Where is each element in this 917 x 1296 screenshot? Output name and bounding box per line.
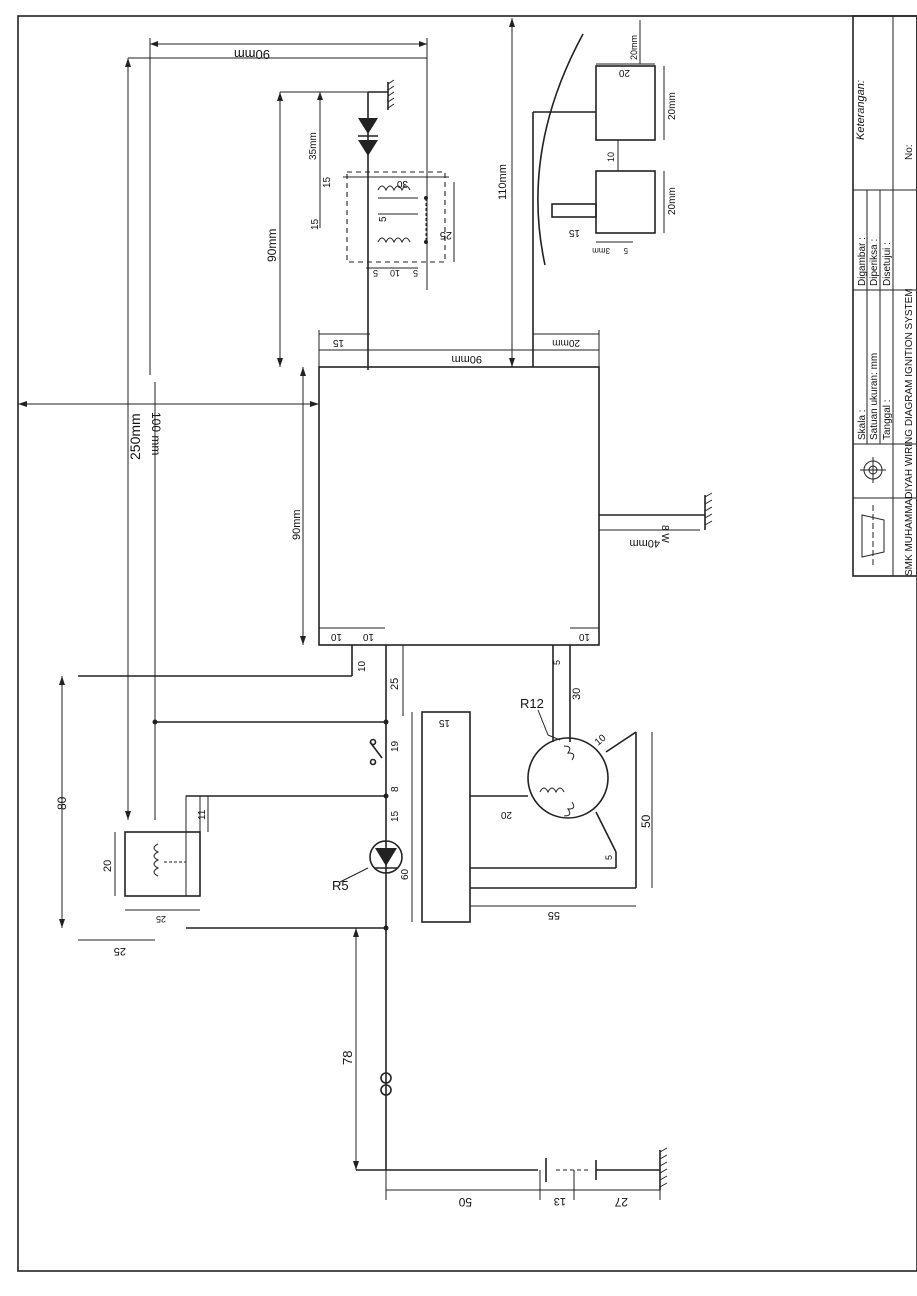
- dim-bt-27: 27: [614, 1195, 628, 1209]
- label-r5: R5: [332, 878, 349, 893]
- lower-wiring: 10 25 19 8 15 R5 15 60 11 20: [55, 382, 668, 1209]
- dim-lo-78: 78: [340, 1051, 355, 1065]
- keterangan-label: Keterangan:: [855, 80, 867, 140]
- dim-40mm: 40mm: [629, 537, 660, 549]
- dim-sq-5: 5: [623, 246, 628, 255]
- dim-lo-20: 20: [102, 860, 114, 872]
- dim-coil-90mm: 90mm: [265, 229, 279, 262]
- dim-coil-5: 5: [378, 216, 389, 222]
- dim-sq-20a: 20: [618, 67, 630, 78]
- dim-coil-15b: 15: [310, 218, 321, 230]
- dim-sq-20mm-top: 20mm: [629, 35, 639, 60]
- dim-lo-10: 10: [357, 660, 368, 672]
- dim-coil-5a: 5: [373, 268, 378, 278]
- dim-sq-20mm-a: 20mm: [667, 92, 678, 120]
- ignition-coil-assembly: 90mm 35mm 15 15 30 5 25 5 10 5: [265, 79, 455, 370]
- skala-label: Skala :: [857, 409, 868, 440]
- dim-lo-8: 8: [390, 786, 401, 792]
- dim-100mm: 100 mm: [149, 412, 163, 455]
- dim-lo-25c: 25: [114, 945, 126, 957]
- dim-lo-15b: 15: [438, 717, 450, 728]
- dim-lo-25: 25: [389, 678, 401, 690]
- dim-box-15: 15: [332, 337, 344, 348]
- digambar-label: Digambar :: [857, 237, 868, 286]
- dim-coil-15a: 15: [322, 176, 333, 188]
- title-block: Keterangan: Skala : Satuan ukuran: mm Ta…: [852, 15, 917, 577]
- dim-lo-15a: 15: [390, 810, 401, 822]
- dim-sq-10: 10: [606, 152, 616, 162]
- dim-lo-25b: 25: [156, 914, 166, 924]
- dim-lo-20b: 20: [500, 809, 512, 820]
- satuan-label: Satuan ukuran: mm: [869, 353, 880, 440]
- dim-coil-10: 10: [390, 268, 400, 278]
- dim-coil-35mm: 35mm: [308, 132, 319, 160]
- dim-lo-19: 19: [390, 740, 401, 752]
- dim-coil-30: 30: [396, 178, 408, 189]
- dim-box-20mm: 20mm: [552, 337, 580, 348]
- label-r12: R12: [520, 696, 544, 711]
- dim-sq-20mm-b: 20mm: [667, 187, 678, 215]
- pickup-assembly: 20mm 20 20mm 10 20mm 15 3mm 5: [537, 20, 678, 266]
- drawing-border: [17, 15, 917, 1272]
- diperiksa-label: Diperiksa :: [869, 239, 880, 286]
- dim-sq-15: 15: [568, 227, 580, 238]
- dim-lo-60: 60: [400, 868, 411, 880]
- dim-coil-25: 25: [440, 229, 452, 241]
- dim-box-90mm-width: 90mm: [451, 353, 482, 365]
- dim-8w: 8 W: [659, 525, 670, 543]
- dim-lo-50: 50: [639, 814, 653, 828]
- dim-sq-3mm: 3mm: [592, 246, 610, 255]
- drawing-title: SMK MUHAMMADIYAH WIRING DIAGRAM IGNITION…: [904, 288, 915, 576]
- dim-bt-13: 13: [554, 1195, 566, 1207]
- disetujui-label: Disetujui :: [882, 242, 893, 286]
- drawing-number-label: No:: [904, 144, 915, 160]
- dim-box-10c: 10: [578, 631, 590, 642]
- dim-box-10b: 10: [362, 631, 374, 642]
- dim-coil-5b: 5: [413, 268, 418, 278]
- dim-lo-5: 5: [552, 660, 562, 665]
- dim-box-10a: 10: [330, 631, 342, 642]
- ecu-box: [318, 366, 600, 646]
- dim-lo-11: 11: [197, 809, 208, 820]
- tanggal-label: Tanggal :: [882, 399, 893, 440]
- dim-lo-80: 80: [55, 796, 69, 810]
- dim-lo-5b: 5: [604, 855, 614, 860]
- dim-box-90mm-height: 90mm: [291, 509, 303, 540]
- dim-110mm: 110mm: [497, 164, 509, 200]
- dim-bt-50: 50: [458, 1195, 472, 1209]
- dim-lo-55: 55: [548, 909, 560, 921]
- dim-lo-10b: 10: [593, 732, 609, 748]
- dim-250mm: 250mm: [127, 413, 143, 460]
- dim-90mm-top: 90mm: [234, 47, 270, 62]
- dim-lo-30: 30: [571, 688, 583, 700]
